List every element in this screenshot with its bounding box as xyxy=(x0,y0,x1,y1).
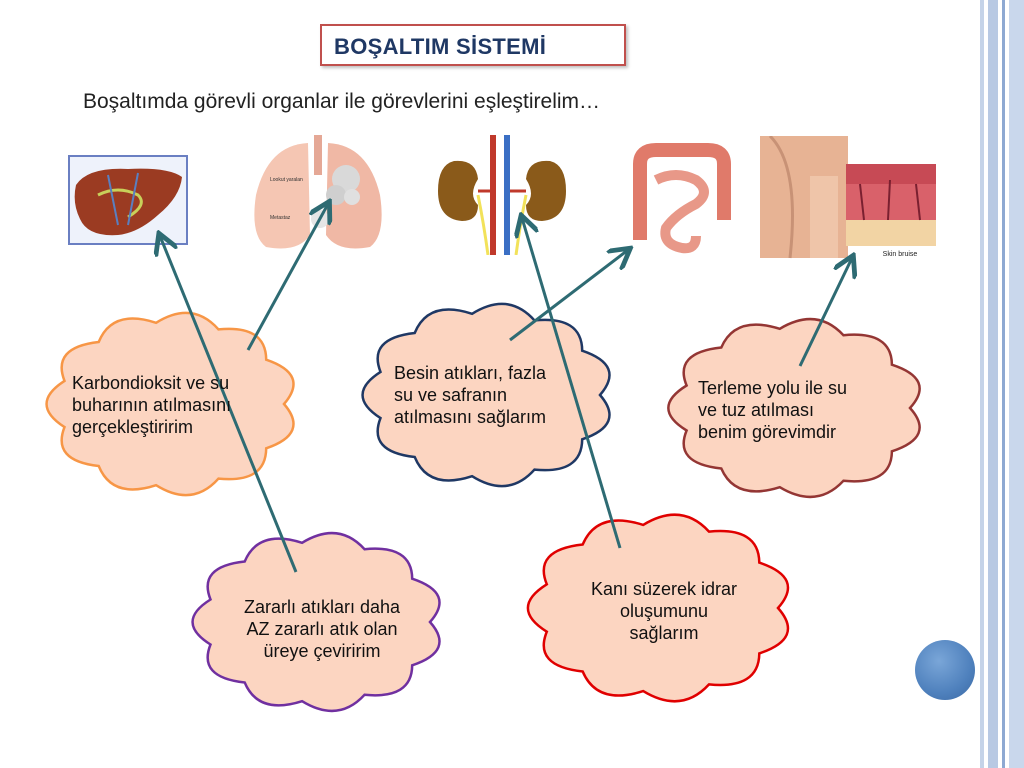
cloud-line: su ve safranın xyxy=(394,385,508,405)
cloud-line: benim görevimdir xyxy=(698,422,837,442)
lungs-label-1: Lookut yaralan xyxy=(270,177,303,183)
cloud-line: Besin atıkları, fazla xyxy=(394,363,547,383)
cloud-text-skin: Terleme yolu ile su ve tuz atılması beni… xyxy=(698,377,898,443)
lungs-cloud xyxy=(45,311,295,497)
arrow-skin xyxy=(798,258,852,367)
skin-caption: Skin bruise xyxy=(883,251,918,258)
slide-bullet-dot xyxy=(915,640,975,700)
cloud-line: oluşumunu xyxy=(619,601,709,621)
cloud-line: Terleme yolu ile su xyxy=(698,378,848,398)
skin-icon: Skin bruise xyxy=(760,136,936,259)
arrow-lungs xyxy=(246,204,328,351)
kidney-cloud xyxy=(526,513,790,703)
arrow-intestine xyxy=(509,250,628,342)
cloud-text-intestine: Besin atıkları, fazla su ve safranın atı… xyxy=(394,362,604,428)
skin-cloud xyxy=(667,317,921,499)
cloud-text-liver: Zararlı atıkları daha AZ zararlı atık ol… xyxy=(216,596,428,662)
lungs-label-2: Metastaz xyxy=(270,215,291,221)
side-decoration xyxy=(980,0,1024,768)
cloud-text-lungs: Karbondioksit ve su buharının atılmasını… xyxy=(72,372,292,438)
cloud-line: buharının atılmasını xyxy=(72,395,232,415)
cloud-line: atılmasını sağlarım xyxy=(394,407,547,427)
cloud-line: üreye çeviririm xyxy=(263,641,381,661)
cloud-line: Karbondioksit ve su xyxy=(72,373,230,393)
page-title: BOŞALTIM SİSTEMİ xyxy=(334,34,547,59)
subtitle: Boşaltımda görevli organlar ile görevler… xyxy=(83,90,601,113)
cloud-line: ve tuz atılması xyxy=(698,400,815,420)
cloud-text-kidney: Kanı süzerek idrar oluşumunu sağlarım xyxy=(556,578,772,644)
kidneys-icon xyxy=(438,135,566,255)
liver-cloud xyxy=(191,531,441,713)
title-box: BOŞALTIM SİSTEMİ xyxy=(320,24,626,66)
arrow-kidney xyxy=(522,218,622,549)
cloud-line: sağlarım xyxy=(629,623,699,643)
cloud-line: Zararlı atıkları daha xyxy=(243,597,401,617)
cloud-line: AZ zararlı atık olan xyxy=(246,619,398,639)
liver-icon xyxy=(68,155,188,245)
intestine-cloud xyxy=(361,302,611,488)
cloud-line: Kanı süzerek idrar xyxy=(590,579,738,599)
intestine-icon xyxy=(633,143,731,254)
arrow-liver xyxy=(160,236,298,573)
cloud-line: gerçekleştiririm xyxy=(72,417,194,437)
